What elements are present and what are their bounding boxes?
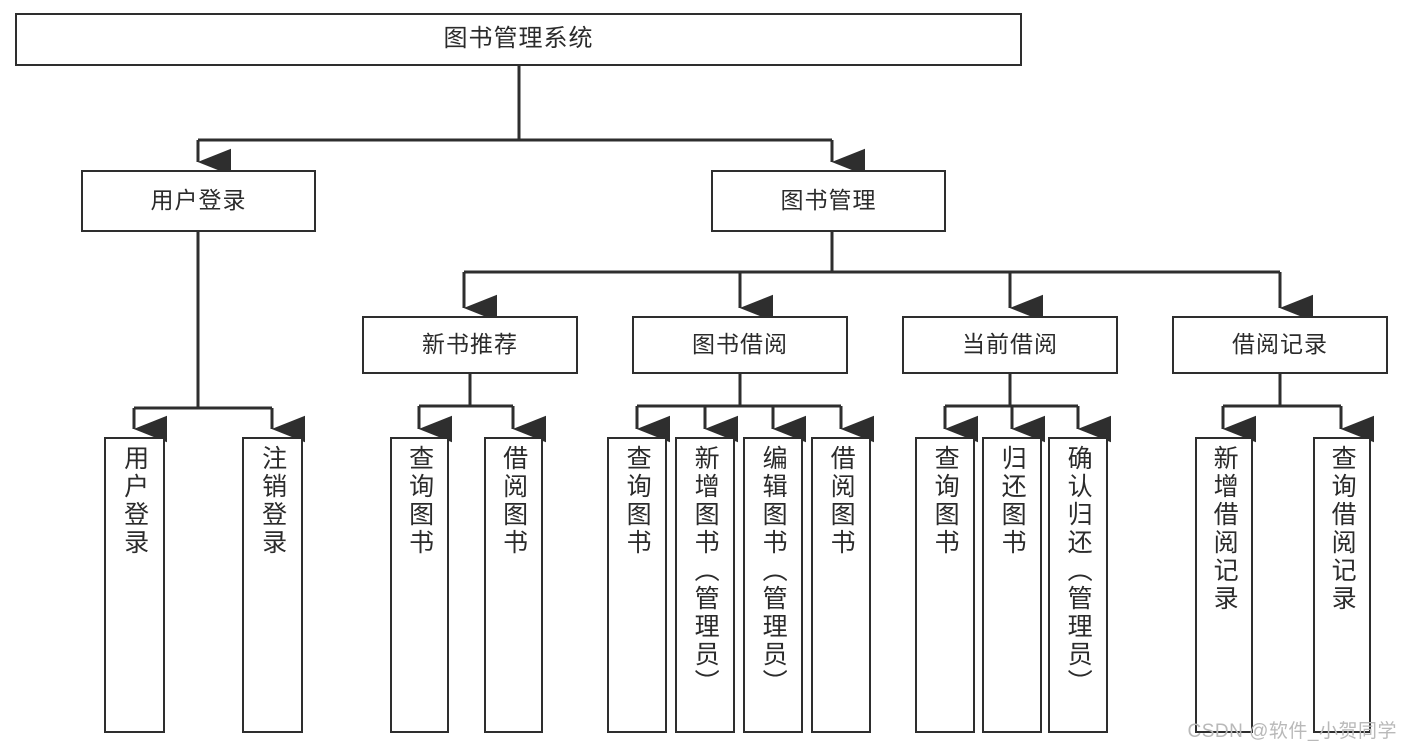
node-new-book-recommend[interactable]: 新书推荐	[362, 316, 578, 374]
node-label: 归还图书	[998, 445, 1027, 557]
node-label: 新增图书（管理员）	[691, 445, 720, 697]
node-label: 新书推荐	[422, 331, 518, 358]
leaf-user-login[interactable]: 用户登录	[104, 437, 165, 733]
leaf-current-query-book[interactable]: 查询图书	[915, 437, 975, 733]
leaf-borrow-add-book-admin[interactable]: 新增图书（管理员）	[675, 437, 735, 733]
node-user-login[interactable]: 用户登录	[81, 170, 316, 232]
leaf-current-confirm-return-admin[interactable]: 确认归还（管理员）	[1048, 437, 1108, 733]
node-label: 当前借阅	[962, 331, 1058, 358]
leaf-borrow-edit-book-admin[interactable]: 编辑图书（管理员）	[743, 437, 803, 733]
leaf-borrow-borrow-book[interactable]: 借阅图书	[811, 437, 871, 733]
leaf-current-return-book[interactable]: 归还图书	[982, 437, 1042, 733]
node-label: 用户登录	[150, 187, 247, 214]
node-label: 查询图书	[931, 445, 960, 557]
node-label: 查询图书	[623, 445, 652, 557]
node-label: 图书管理系统	[443, 25, 594, 53]
node-borrow-record[interactable]: 借阅记录	[1172, 316, 1388, 374]
leaf-user-logout[interactable]: 注销登录	[242, 437, 303, 733]
node-label: 借阅图书	[827, 445, 856, 557]
node-label: 借阅图书	[499, 445, 528, 557]
node-label: 图书管理	[780, 187, 877, 214]
node-label: 图书借阅	[692, 331, 788, 358]
watermark: CSDN @软件_小贺同学	[1187, 721, 1397, 742]
node-label: 查询图书	[405, 445, 434, 557]
node-label: 用户登录	[120, 445, 149, 557]
node-current-borrow[interactable]: 当前借阅	[902, 316, 1118, 374]
leaf-record-query-borrow-record[interactable]: 查询借阅记录	[1313, 437, 1371, 733]
node-book-management[interactable]: 图书管理	[711, 170, 946, 232]
node-label: 查询借阅记录	[1328, 445, 1357, 613]
node-label: 借阅记录	[1232, 331, 1328, 358]
leaf-recommend-borrow-book[interactable]: 借阅图书	[484, 437, 543, 733]
node-label: 编辑图书（管理员）	[759, 445, 788, 697]
leaf-recommend-query-book[interactable]: 查询图书	[390, 437, 449, 733]
node-book-borrow[interactable]: 图书借阅	[632, 316, 848, 374]
node-root-system[interactable]: 图书管理系统	[15, 13, 1022, 66]
leaf-borrow-query-book[interactable]: 查询图书	[607, 437, 667, 733]
node-label: 确认归还（管理员）	[1064, 445, 1093, 697]
node-label: 新增借阅记录	[1210, 445, 1239, 613]
node-label: 注销登录	[258, 445, 287, 557]
leaf-record-add-borrow-record[interactable]: 新增借阅记录	[1195, 437, 1253, 733]
